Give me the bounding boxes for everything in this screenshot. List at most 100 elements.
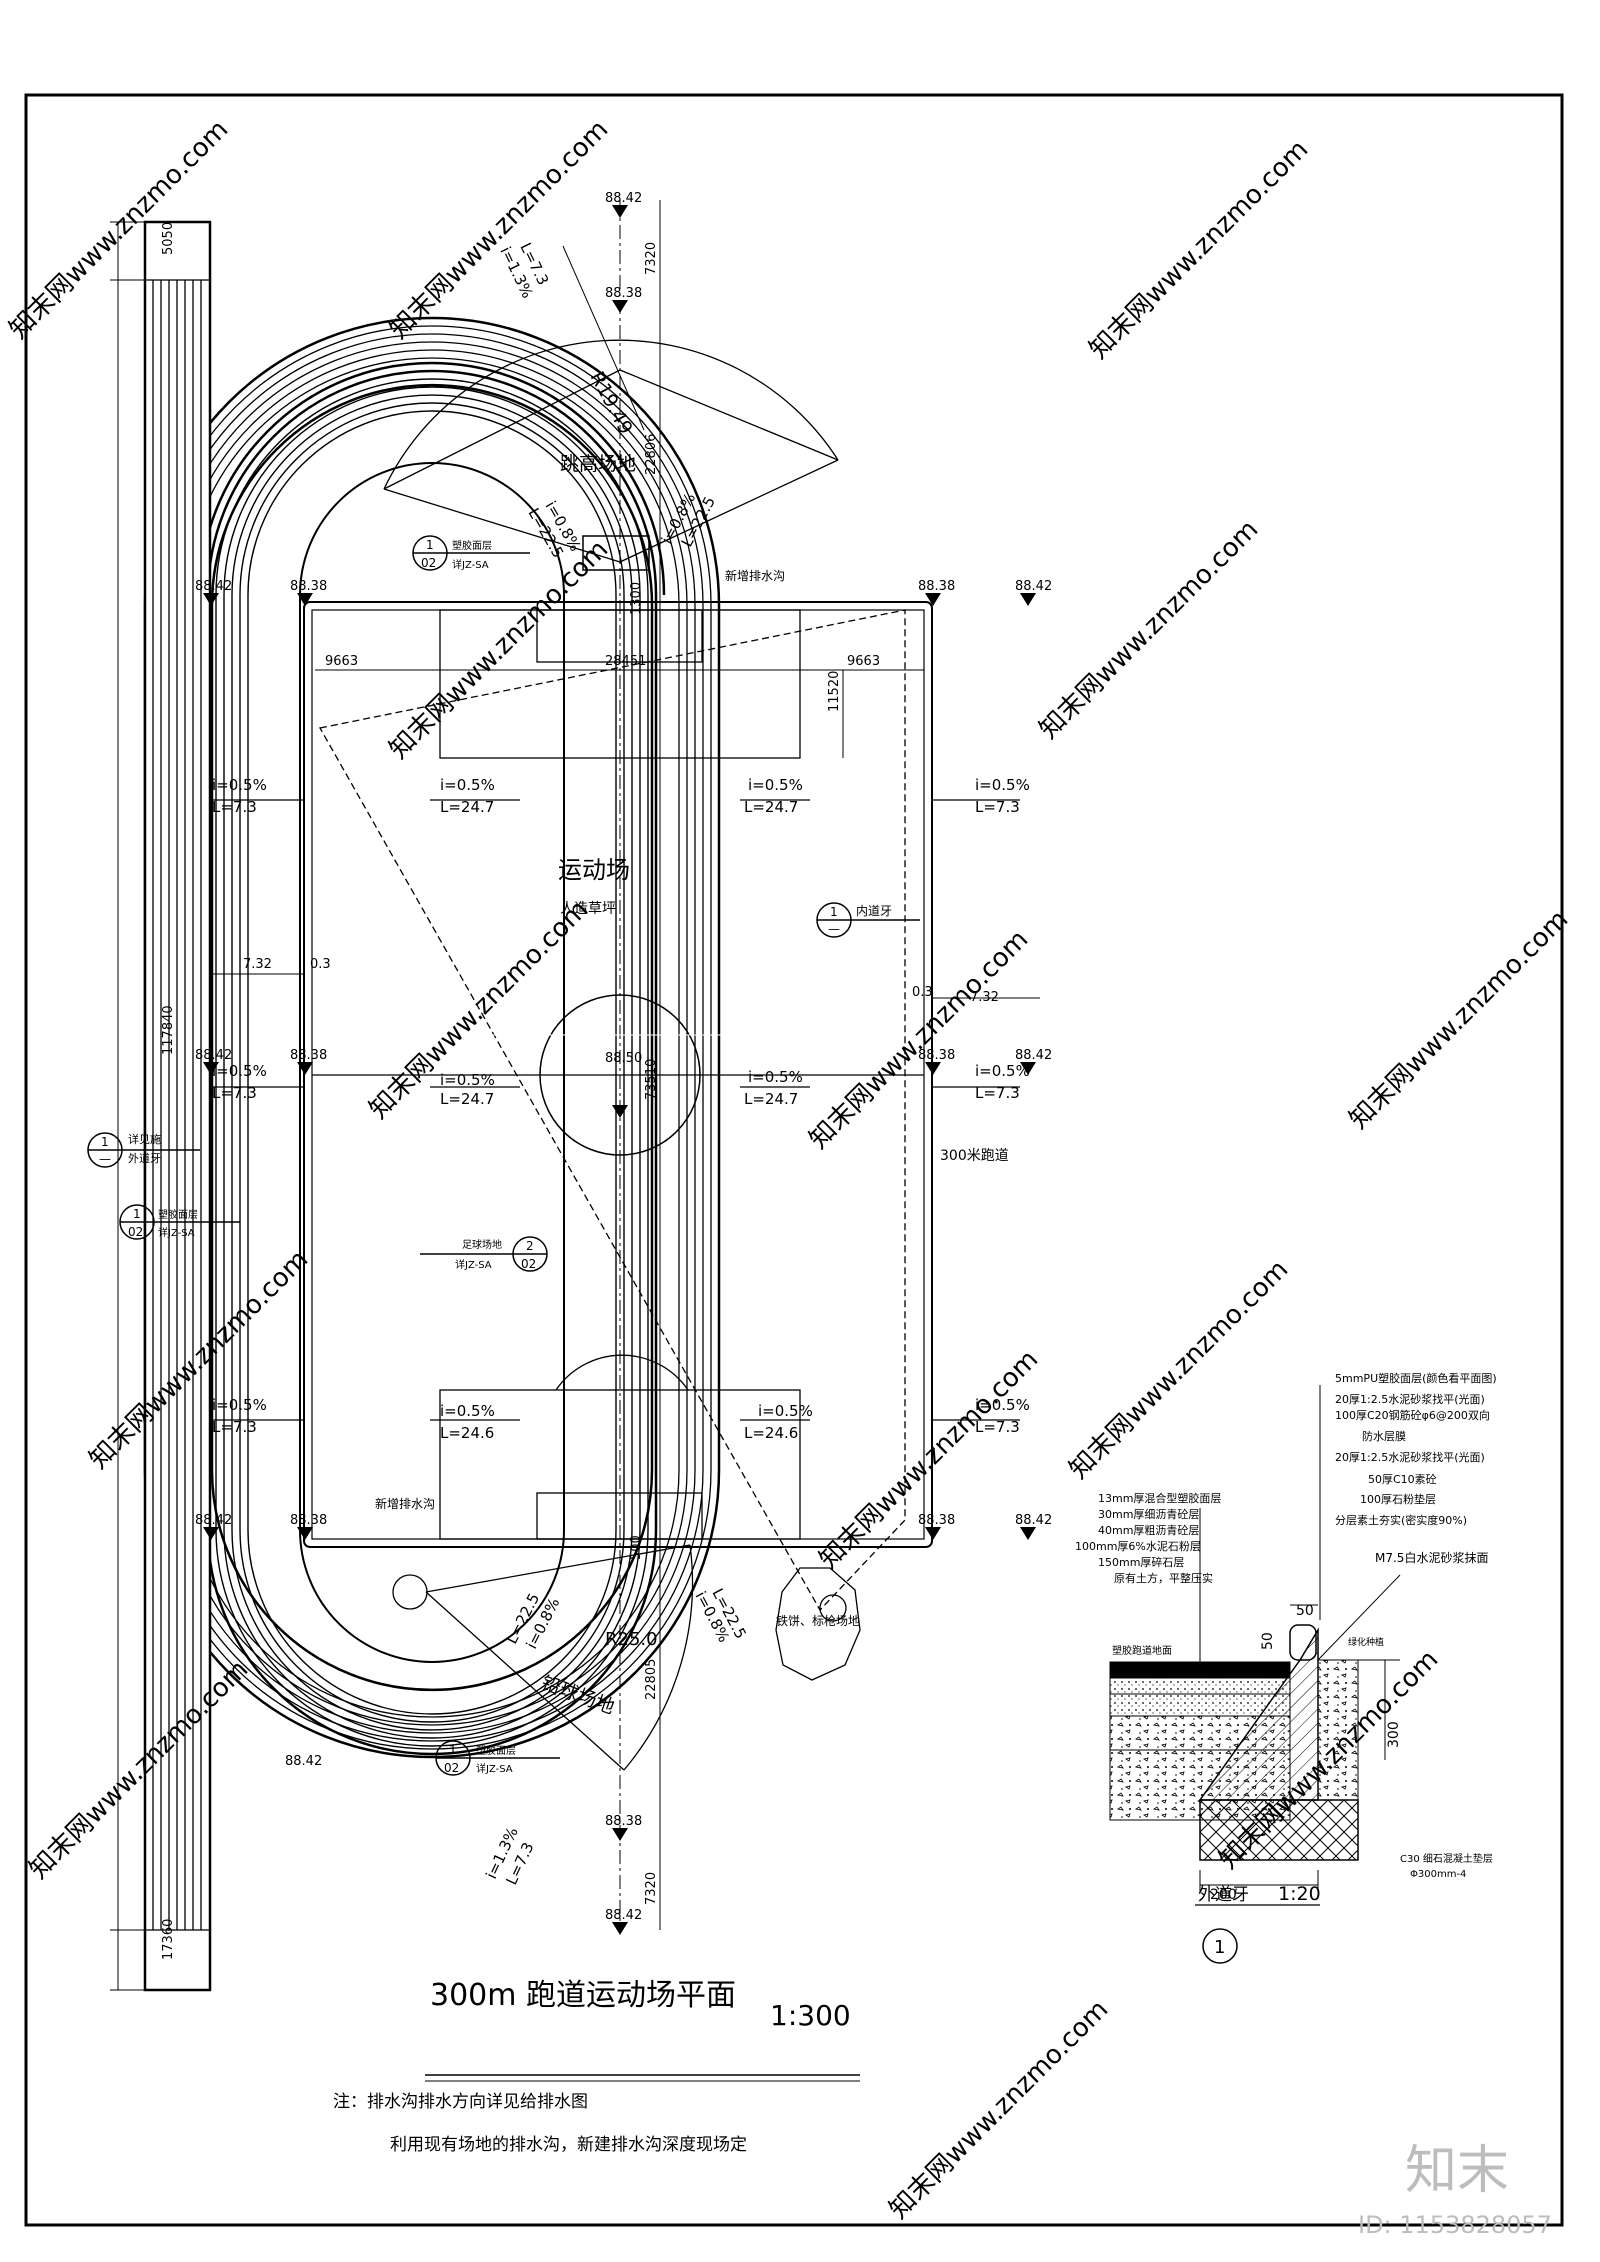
c3-bot: — bbox=[99, 1152, 111, 1166]
label-r2: R25.0 bbox=[605, 1629, 658, 1650]
dim-vert-3b: 7320 bbox=[644, 1872, 659, 1905]
dim-offset-l: 7.32 bbox=[243, 957, 272, 972]
watermark-site: 知末网www.znzmo.com bbox=[884, 1994, 1115, 2225]
c4-t2: 详JZ-SA bbox=[158, 1226, 195, 1239]
c6-top: 1 bbox=[449, 1743, 457, 1757]
dim-offset-l2: 0.3 bbox=[310, 957, 331, 972]
curb-detail bbox=[1109, 1385, 1401, 1964]
elev-r1: 88.38 bbox=[918, 579, 955, 594]
dr-5: 50厚C10素砼 bbox=[1368, 1473, 1437, 1486]
watermark-logo: 知末 bbox=[1405, 2141, 1509, 2201]
dr-0: 5mmPU塑胶面层(颜色看平面图) bbox=[1335, 1371, 1497, 1385]
slope-10l: L=24.6 bbox=[440, 1424, 494, 1442]
high-jump-area bbox=[383, 245, 839, 571]
watermark-site: 知末网www.znzmo.com bbox=[1344, 904, 1575, 1135]
elev-l3: 88.42 bbox=[195, 1048, 232, 1063]
slope-arrows bbox=[212, 799, 1020, 1421]
elev-l6: 88.38 bbox=[290, 1513, 327, 1528]
elevation-markers bbox=[203, 205, 1036, 1935]
watermark-site: 知末网www.znzmo.com bbox=[24, 1654, 255, 1885]
track-lane-3 bbox=[223, 386, 641, 1739]
track-lane-6 bbox=[247, 410, 617, 1715]
detail-d50b: 50 bbox=[1260, 1632, 1276, 1650]
callout-symbols bbox=[87, 535, 920, 1776]
elev-bot-2: 88.42 bbox=[605, 1908, 642, 1923]
dim-sec-1: 1300 bbox=[629, 582, 644, 615]
dl-4: 150mm厚碎石层 bbox=[1098, 1555, 1184, 1569]
detail-plant: 绿化种植 bbox=[1348, 1636, 1384, 1648]
dim-vert-2: 22805 bbox=[644, 1659, 659, 1700]
detail-surface: 塑胶跑道地面 bbox=[1112, 1644, 1172, 1657]
football-field bbox=[303, 200, 933, 1930]
detail-mortar: M7.5白水泥砂浆抹面 bbox=[1375, 1550, 1488, 1565]
discus-javelin-area bbox=[318, 609, 906, 1681]
label-new-drain-2: 新增排水沟 bbox=[375, 1496, 435, 1511]
slope-12: i=0.5% bbox=[975, 1396, 1030, 1414]
c2-top: 2 bbox=[526, 1239, 534, 1253]
dr-4: 20厚1:2.5水泥砂浆找平(光面) bbox=[1335, 1450, 1485, 1464]
title-scale: 1:300 bbox=[770, 1999, 851, 2032]
slope-6: i=0.5% bbox=[440, 1071, 495, 1089]
dim-vert-3: 7320 bbox=[644, 242, 659, 275]
drawing-title: 300m 跑道运动场平面 1:300 注：排水沟排水方向详见给排水图 利用现有场… bbox=[333, 1978, 851, 2155]
dim-vert-4: 73510 bbox=[644, 1059, 659, 1100]
detail-texts: 5mmPU塑胶面层(颜色看平面图) 20厚1:2.5水泥砂浆找平(光面) 100… bbox=[1075, 1371, 1497, 1958]
watermark-site: 知末网www.znzmo.com bbox=[1084, 134, 1315, 365]
dim-left-bottom: 17360 bbox=[161, 1919, 176, 1960]
c4-t1: 塑胶面层 bbox=[158, 1208, 198, 1221]
slope-7: i=0.5% bbox=[748, 1068, 803, 1086]
label-track-300: 300米跑道 bbox=[940, 1148, 1009, 1164]
track-lane-inner bbox=[299, 462, 565, 1663]
detail-d50a: 50 bbox=[1296, 1603, 1314, 1619]
slope-10: i=0.5% bbox=[440, 1402, 495, 1420]
dimension-lines bbox=[110, 200, 1040, 1991]
dimension-labels: 5050 117840 17360 22806 22805 7320 7320 … bbox=[161, 222, 999, 1960]
c1-t2: 详JZ-SA bbox=[452, 558, 489, 571]
detail-concrete: C30 细石混凝土垫层 bbox=[1400, 1852, 1493, 1865]
dr-7: 分层素土夯实(密实度90%) bbox=[1335, 1513, 1467, 1527]
slope-7l: L=24.7 bbox=[744, 1090, 798, 1108]
track-lane-5 bbox=[239, 402, 625, 1723]
slope-8l: L=7.3 bbox=[975, 1084, 1020, 1102]
elev-l1: 88.42 bbox=[195, 579, 232, 594]
c6-bot: 02 bbox=[444, 1761, 459, 1775]
slope-11: i=0.5% bbox=[758, 1402, 813, 1420]
detail-d200: 200 bbox=[1210, 1887, 1237, 1903]
label-new-drain: 新增排水沟 bbox=[725, 568, 785, 583]
label-field: 运动场 bbox=[558, 856, 630, 884]
dim-vert-1: 22806 bbox=[644, 434, 659, 475]
detail-scale: 1:20 bbox=[1278, 1883, 1321, 1905]
elev-top-1: 88.42 bbox=[605, 191, 642, 206]
dim-side-1: 9663 bbox=[325, 654, 358, 669]
callout-texts: 1 02 塑胶面层 详JZ-SA 1 — 1 02 塑胶面层 详JZ-SA 2 … bbox=[99, 538, 840, 1775]
dim-sec-2: 500 bbox=[629, 1535, 644, 1560]
c4-bot: 02 bbox=[128, 1225, 143, 1239]
detail-num: 1 bbox=[1214, 1937, 1225, 1958]
elev-l4: 88.38 bbox=[290, 1048, 327, 1063]
note-2: 利用现有场地的排水沟，新建排水沟深度现场定 bbox=[390, 2135, 747, 2155]
dim-side-2: 9663 bbox=[847, 654, 880, 669]
slope-4l: L=7.3 bbox=[975, 798, 1020, 816]
dr-1: 20厚1:2.5水泥砂浆找平(光面) bbox=[1335, 1392, 1485, 1406]
slope-1: i=0.5% bbox=[212, 776, 267, 794]
c2-t1: 足球场地 bbox=[462, 1238, 502, 1251]
label-long-throw: 铁饼、标枪场地 bbox=[776, 1613, 860, 1628]
note-1: 注：排水沟排水方向详见给排水图 bbox=[333, 2092, 588, 2112]
dim-offset-r2: 7.32 bbox=[970, 990, 999, 1005]
elev-top-2: 88.38 bbox=[605, 286, 642, 301]
title-text: 300m 跑道运动场平面 bbox=[430, 1978, 736, 2013]
watermark-site: 知末网www.znzmo.com bbox=[1034, 514, 1265, 745]
dl-1: 30mm厚细沥青砼层 bbox=[1098, 1508, 1199, 1521]
label-turf: 人造草坪 bbox=[560, 901, 616, 917]
c5-top: 1 bbox=[830, 905, 838, 919]
elev-bottom-left: 88.42 bbox=[285, 1754, 322, 1769]
dr-6: 100厚石粉垫层 bbox=[1360, 1492, 1436, 1506]
slope-2l: L=24.7 bbox=[440, 798, 494, 816]
elev-r3: 88.38 bbox=[918, 1048, 955, 1063]
c1-top: 1 bbox=[426, 538, 434, 552]
sheet-border bbox=[24, 93, 1564, 2227]
c3-top: 1 bbox=[101, 1135, 109, 1149]
watermark-id: ID: 1153828057 bbox=[1358, 2211, 1552, 2239]
elev-center: 88.50 bbox=[605, 1051, 642, 1066]
